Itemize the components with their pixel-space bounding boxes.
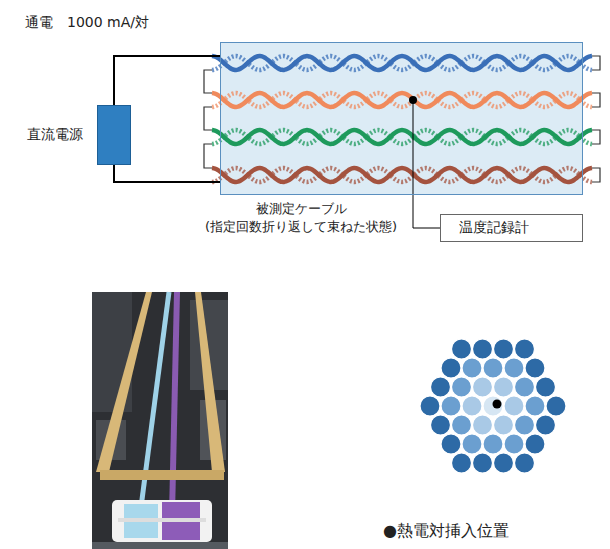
cable-wire [212, 130, 592, 144]
conductor-circle [504, 358, 524, 378]
cable-wire [212, 93, 592, 107]
conductor-circle [504, 434, 524, 454]
end-bracket [592, 130, 600, 144]
loop-bracket [204, 107, 212, 130]
conductor-circle [536, 377, 556, 397]
power-wire [114, 165, 220, 182]
loop-bracket [204, 70, 212, 93]
node-label: 温度記録計 [459, 219, 564, 237]
current-note: 通電 1000 mA/対 [25, 14, 149, 32]
recorder-box: 温度記録計 [440, 214, 583, 242]
conductor-circle [525, 434, 545, 454]
power-supply-symbol [97, 105, 131, 165]
legend-note: ●熱電対挿入位置 [383, 521, 509, 542]
conductor-circle [515, 453, 535, 473]
conductor-circle [473, 377, 493, 397]
twisted-cables [212, 56, 592, 182]
leader-line [413, 100, 440, 228]
conductor-circle [473, 453, 493, 473]
cable-wire [212, 93, 592, 107]
conductor-circle [515, 377, 535, 397]
conductor-circle [431, 377, 451, 397]
loop-brackets [204, 56, 600, 182]
conductor-circle [441, 396, 461, 416]
conductor-circle [431, 415, 451, 435]
cable-wire [212, 56, 592, 70]
conductor-circle [536, 415, 556, 435]
conductor-circle [525, 358, 545, 378]
conductor-circle [452, 415, 472, 435]
cable-wire [212, 56, 592, 70]
power-wire [114, 56, 220, 105]
end-bracket [592, 56, 600, 70]
cable-cross-section [420, 339, 566, 473]
conductor-circle [494, 339, 514, 359]
conductor-circle [494, 453, 514, 473]
conductor-circle [515, 339, 535, 359]
conductor-circle [483, 434, 503, 454]
node-label: 直流電源 [27, 126, 83, 144]
conductor-circle [452, 339, 472, 359]
conductor-circle [494, 415, 514, 435]
power-supply: 直流電源 [27, 105, 131, 165]
conductor-circle [441, 358, 461, 378]
conductor-circle [494, 377, 514, 397]
cable-wire [212, 130, 592, 144]
conductor-circle [546, 396, 566, 416]
loop-bracket [204, 144, 212, 168]
conductor-circle [473, 339, 493, 359]
conductor-circle [483, 396, 503, 416]
conductor-circle [504, 396, 524, 416]
conductor-circle [462, 358, 482, 378]
conductor-circle [462, 396, 482, 416]
conductor-circle [420, 396, 440, 416]
conductor-circle [462, 434, 482, 454]
conductor-circle [483, 358, 503, 378]
conductor-circle [441, 434, 461, 454]
end-bracket [592, 93, 600, 107]
conductor-circle [452, 453, 472, 473]
conductor-circle [452, 377, 472, 397]
cable-bundle: 被測定ケーブル (指定回数折り返して束ねた状態) [220, 42, 583, 195]
conductor-circle [525, 396, 545, 416]
cable-wire [212, 168, 592, 182]
cable-wire [212, 168, 592, 182]
conductor-circle [515, 415, 535, 435]
bundle-caption: 被測定ケーブル (指定回数折り返して束ねた状態) [171, 200, 431, 235]
thermocouple-dot [493, 400, 502, 409]
conductor-circle [473, 415, 493, 435]
photo [92, 292, 228, 549]
end-bracket [592, 168, 600, 182]
